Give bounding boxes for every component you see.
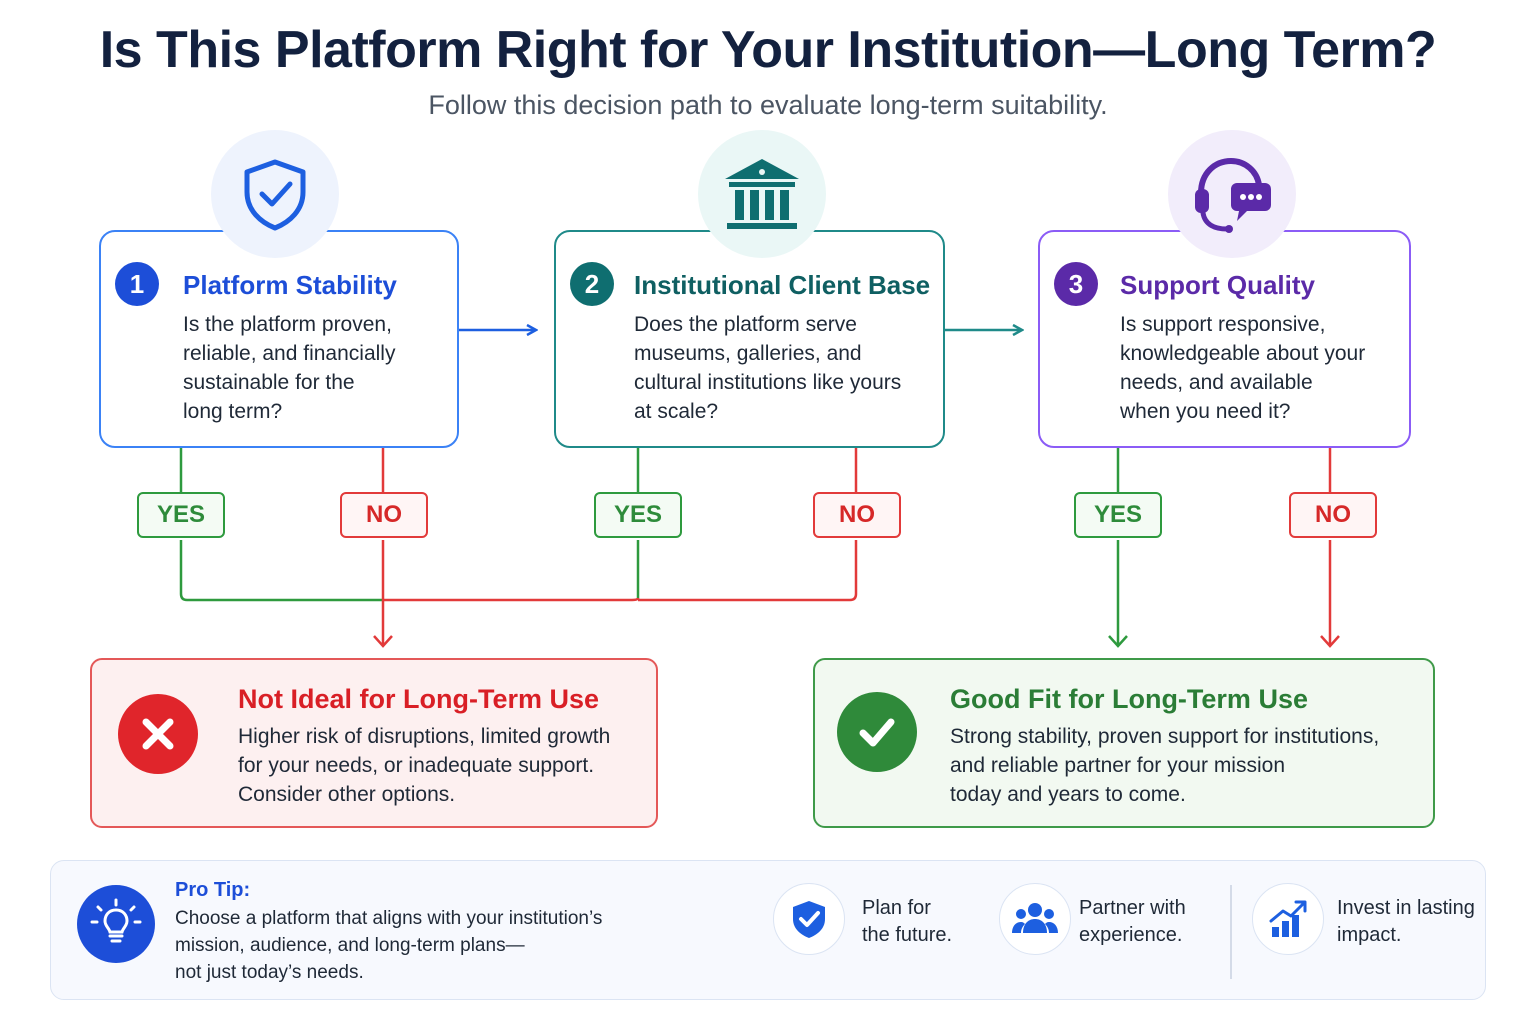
step-question: Is the platform proven,reliable, and fin… [183, 313, 396, 423]
step1-no-label: NO [340, 492, 428, 538]
outcome-description: Higher risk of disruptions, limited grow… [238, 725, 611, 806]
feature-divider [1230, 885, 1232, 979]
step-number: 1 [115, 262, 159, 306]
step-card-support-quality: 3 Support Quality Is support responsive,… [1038, 230, 1411, 448]
pro-tip-text: Choose a platform that aligns with your … [175, 908, 603, 983]
headset-chat-icon [1168, 130, 1296, 258]
x-circle-icon [118, 694, 198, 774]
outcome-title: Good Fit for Long-Term Use [950, 684, 1308, 714]
step3-yes-label: YES [1074, 492, 1162, 538]
outcome-good-fit: Good Fit for Long-Term Use Strong stabil… [813, 658, 1435, 828]
step2-yes-label: YES [594, 492, 682, 538]
check-circle-icon [837, 692, 917, 772]
people-group-icon [999, 883, 1071, 955]
step-title: Platform Stability [183, 270, 397, 300]
museum-building-icon [698, 130, 826, 258]
outcome-not-ideal: Not Ideal for Long-Term Use Higher risk … [90, 658, 658, 828]
step-card-institutional-client-base: 2 Institutional Client Base Does the pla… [554, 230, 945, 448]
step-number: 3 [1054, 262, 1098, 306]
step-question: Is support responsive,knowledgeable abou… [1120, 313, 1366, 423]
shield-check-icon [773, 883, 845, 955]
step-card-platform-stability: 1 Platform Stability Is the platform pro… [99, 230, 459, 448]
step1-yes-label: YES [137, 492, 225, 538]
outcome-title: Not Ideal for Long-Term Use [238, 684, 600, 714]
page-title: Is This Platform Right for Your Institut… [99, 21, 1437, 79]
lightbulb-icon [77, 885, 155, 963]
pro-tip-panel: Pro Tip: Choose a platform that aligns w… [50, 860, 1486, 1000]
step-title: Institutional Client Base [634, 270, 931, 300]
step-number: 2 [570, 262, 614, 306]
pro-tip-label: Pro Tip: [175, 879, 251, 901]
growth-chart-icon [1252, 883, 1324, 955]
step2-no-label: NO [813, 492, 901, 538]
outcome-description: Strong stability, proven support for ins… [950, 725, 1380, 806]
page-subtitle: Follow this decision path to evaluate lo… [428, 90, 1108, 120]
shield-check-icon [211, 130, 339, 258]
step3-no-label: NO [1289, 492, 1377, 538]
step-title: Support Quality [1120, 270, 1315, 300]
